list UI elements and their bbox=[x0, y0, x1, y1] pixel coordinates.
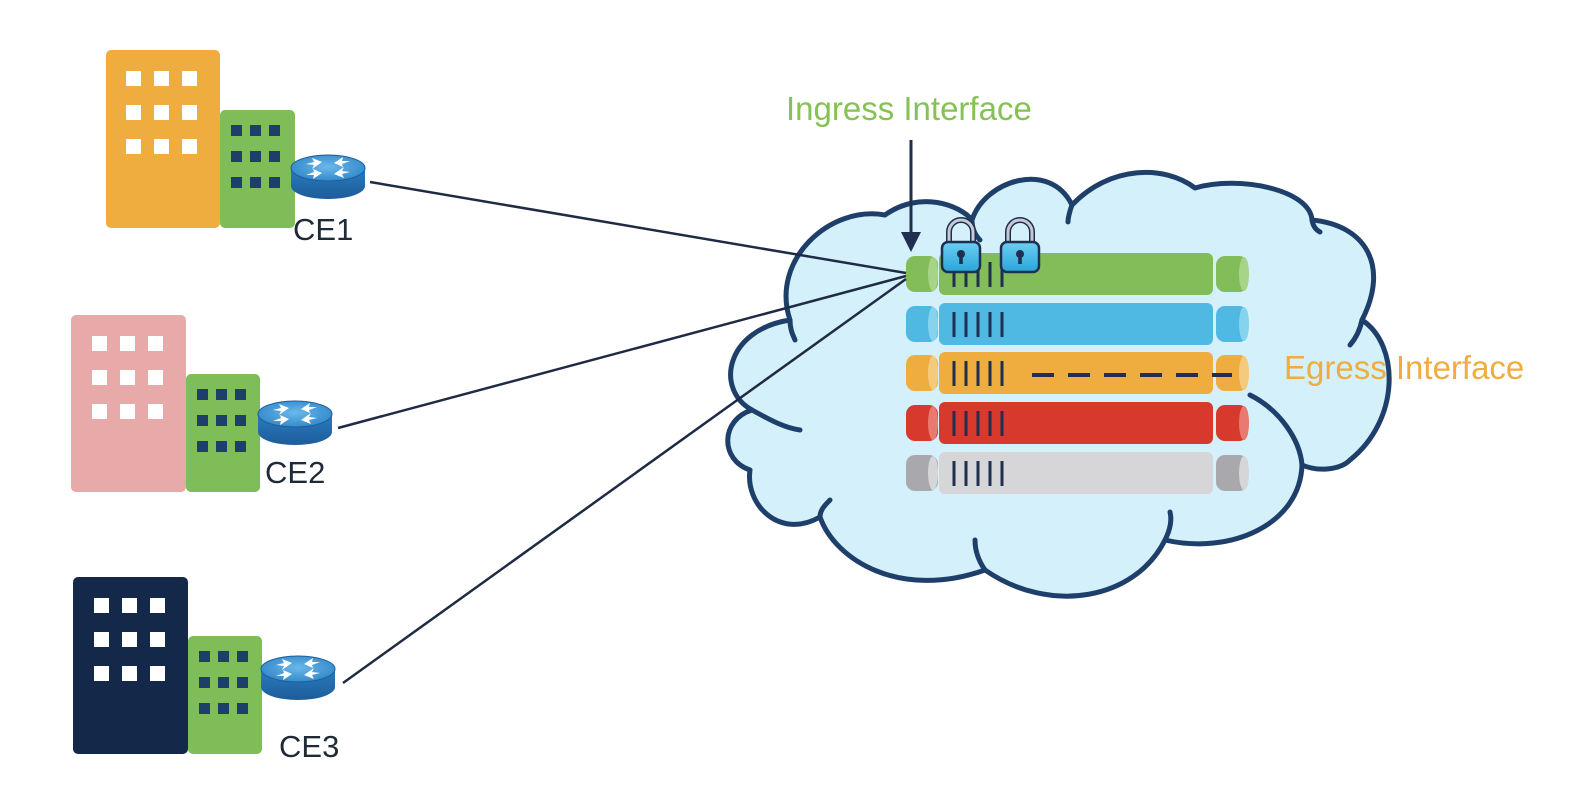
ingress-interface-label: Ingress Interface bbox=[786, 90, 1032, 127]
link-ce2 bbox=[337, 274, 907, 430]
router-icon bbox=[290, 154, 366, 200]
router-icon bbox=[257, 400, 333, 446]
ce3-label: CE3 bbox=[279, 729, 340, 764]
down-arrow-icon bbox=[901, 140, 921, 252]
site-1-building bbox=[106, 50, 295, 228]
site-2-building bbox=[71, 315, 260, 492]
tunnel-blue bbox=[906, 303, 1249, 345]
tunnel-orange bbox=[906, 352, 1249, 394]
link-ce3 bbox=[342, 277, 907, 685]
tunnel-red bbox=[906, 402, 1249, 444]
link-ce1 bbox=[369, 180, 907, 275]
ce1-label: CE1 bbox=[293, 212, 354, 247]
site-3-building bbox=[73, 577, 262, 754]
ce2-label: CE2 bbox=[265, 455, 326, 490]
tunnel-lanes bbox=[906, 253, 1249, 494]
egress-interface-label: Egress Interface bbox=[1284, 349, 1525, 386]
router-icon bbox=[260, 655, 336, 701]
connection-lines bbox=[337, 180, 907, 685]
tunnel-gray bbox=[906, 452, 1249, 494]
